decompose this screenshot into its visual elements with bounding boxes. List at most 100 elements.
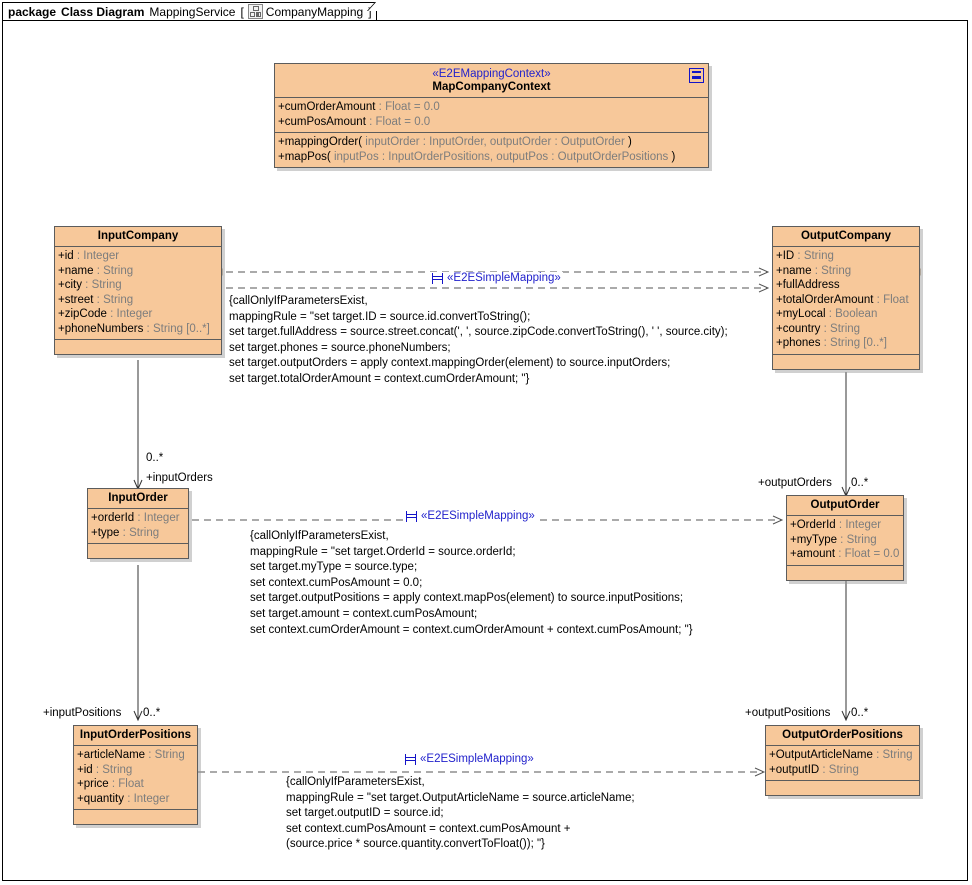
multiplicity-input-positions: 0..* — [143, 707, 161, 719]
constraint-line: {callOnlyIfParametersExist, — [250, 530, 389, 542]
attr-visibility: + — [278, 115, 285, 128]
operations-compartment-context: +mappingOrder( inputOrder : InputOrder, … — [275, 133, 708, 167]
attr-name: cumPosAmount — [284, 115, 366, 128]
attr-name: id — [64, 250, 74, 262]
attribute-row: +country : String — [776, 322, 916, 337]
attr-sep: : — [124, 792, 134, 805]
operation-row: +mappingOrder( inputOrder : InputOrder, … — [278, 135, 705, 150]
class-box-output-order-positions[interactable]: OutputOrderPositions +OutputArticleName … — [765, 725, 920, 796]
attributes-compartment-output-order: +OrderId : Integer +myType : String +amo… — [787, 516, 903, 566]
attr-name: OutputArticleName — [775, 749, 873, 761]
class-box-map-company-context[interactable]: «E2EMappingContext» MapCompanyContext +c… — [274, 63, 709, 168]
attr-visibility: + — [58, 322, 65, 335]
class-name: OutputCompany — [800, 230, 892, 242]
attribute-row: +phoneNumbers : String [0..*] — [58, 322, 218, 337]
attributes-compartment-output-company: +ID : String +name : String +fullAddress… — [773, 247, 919, 355]
attr-type: Integer — [133, 792, 170, 805]
constraint-line: set target.myType = source.type; — [250, 561, 418, 574]
class-stereotype: «E2EMappingContext» — [432, 68, 551, 80]
diagram-kind-label: Class Diagram — [61, 4, 145, 19]
role-input-orders: +inputOrders — [146, 472, 213, 484]
attr-visibility: + — [790, 519, 797, 531]
attr-type: Float — [385, 101, 411, 113]
class-box-input-company[interactable]: InputCompany + id : Integer +name : Strin… — [54, 226, 222, 355]
attr-name: quantity — [83, 792, 124, 805]
attr-visibility: + — [91, 512, 98, 524]
attr-assign: = — [870, 548, 884, 560]
class-name: InputCompany — [97, 230, 179, 242]
class-box-output-order[interactable]: OutputOrder +OrderId : Integer +myType :… — [786, 495, 904, 581]
attributes-compartment-input-order: +orderId : Integer +type : String — [88, 509, 188, 544]
class-header-output-order: OutputOrder — [787, 496, 903, 516]
op-params: inputPos : InputOrderPositions, outputPo… — [333, 150, 669, 163]
mapping-icon — [405, 753, 416, 765]
mapping-icon — [432, 272, 443, 284]
class-name: OutputOrder — [810, 499, 880, 511]
operations-compartment-output-positions — [766, 781, 919, 795]
attr-name: price — [83, 778, 109, 790]
dependency-label-order[interactable]: «E2ESimpleMapping» — [404, 510, 537, 522]
attr-name: totalOrderAmount — [782, 293, 874, 306]
dependency-stereotype: «E2ESimpleMapping» — [420, 753, 534, 765]
attr-assign: = — [401, 115, 415, 128]
class-name: InputOrder — [108, 492, 168, 504]
attr-type: String — [882, 749, 913, 761]
attr-sep: : — [835, 548, 845, 560]
attr-type: Integer — [845, 519, 882, 531]
class-box-input-order-positions[interactable]: InputOrderPositions +articleName : Strin… — [73, 725, 198, 825]
dependency-label-positions[interactable]: «E2ESimpleMapping» — [403, 753, 536, 765]
attr-visibility: + — [776, 250, 783, 262]
attribute-row: +city : String — [58, 278, 218, 293]
mapping-icon — [406, 510, 417, 522]
attr-visibility: + — [776, 308, 783, 320]
constraint-line: (source.price * source.quantity.convertT… — [286, 838, 545, 851]
attr-visibility: + — [58, 264, 65, 277]
attr-type: Integer — [116, 308, 153, 320]
attr-sep: : — [73, 250, 84, 262]
attribute-row: +fullAddress — [776, 278, 916, 293]
attr-sep: : — [794, 250, 804, 262]
dependency-stereotype: «E2ESimpleMapping» — [421, 510, 535, 522]
role-output-orders: +outputOrders — [758, 477, 832, 489]
attr-name: phones — [782, 337, 821, 349]
attr-name: OrderId — [796, 519, 836, 531]
operations-compartment-input-positions — [74, 810, 197, 824]
attr-visibility: + — [776, 264, 783, 277]
attr-sep: : — [81, 279, 92, 291]
attribute-row: +name : String — [776, 264, 916, 279]
attr-sep: : — [873, 293, 884, 306]
attr-sep: : — [108, 778, 119, 790]
attribute-row: +name : String — [58, 264, 218, 279]
attr-type: String — [821, 264, 852, 277]
attr-name: orderId — [97, 512, 135, 524]
constraint-line: set context.cumPosAmount = context.cumPo… — [286, 822, 571, 835]
dependency-label-company[interactable]: «E2ESimpleMapping» — [430, 272, 563, 284]
constraint-line: set context.cumPosAmount = 0.0; — [250, 576, 423, 589]
op-visibility: + — [278, 136, 285, 148]
attr-type: String — [154, 749, 185, 761]
class-box-input-order[interactable]: InputOrder +orderId : Integer +type : St… — [87, 488, 189, 559]
attr-visibility: + — [776, 279, 783, 291]
attribute-row: +type : String — [91, 526, 185, 541]
attr-visibility: + — [91, 526, 98, 539]
attr-name: myLocal — [782, 308, 826, 320]
attribute-row: +ID : String — [776, 249, 916, 264]
attributes-compartment-context: +cumOrderAmount : Float = 0.0 +cumPosAmo… — [275, 98, 708, 133]
attributes-compartment-input-company: + id : Integer +name : String +city : Str… — [55, 247, 221, 340]
attribute-row: +zipCode : Integer — [58, 307, 218, 322]
attr-visibility: + — [77, 792, 84, 805]
attributes-compartment-output-positions: +OutputArticleName : String +outputID : … — [766, 746, 919, 781]
attribute-row: +cumOrderAmount : Float = 0.0 — [278, 100, 705, 115]
attr-visibility: + — [58, 308, 65, 320]
attribute-row: +OrderId : Integer — [790, 518, 900, 533]
attr-type: Float — [883, 293, 909, 306]
attribute-row: +myLocal : Boolean — [776, 307, 916, 322]
attr-sep: : — [820, 337, 831, 349]
package-header-tab: package Class Diagram MappingService [ C… — [2, 2, 385, 21]
class-box-output-company[interactable]: OutputCompany +ID : String +name : Strin… — [772, 226, 920, 370]
attr-name: street — [64, 293, 94, 306]
attribute-row: +myType : String — [790, 533, 900, 548]
attr-value: 0.0 — [883, 548, 900, 560]
attr-type: String — [103, 264, 134, 277]
